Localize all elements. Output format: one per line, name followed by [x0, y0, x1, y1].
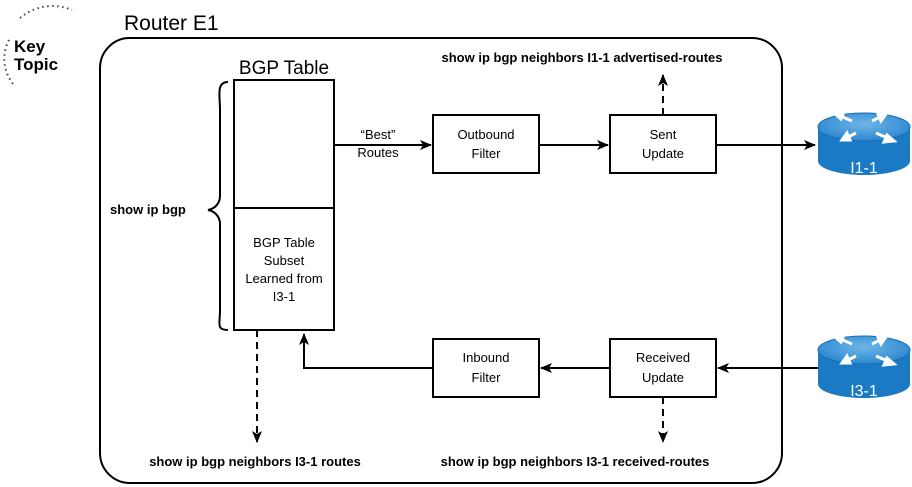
cmd-routes: show ip bgp neighbors I3-1 routes: [149, 454, 361, 469]
router-arrows-icon: [830, 110, 898, 144]
outbound-line1: Outbound: [457, 127, 514, 142]
bgp-table-subset: BGP Table Subset Learned from I3-1: [245, 235, 322, 304]
sent-update-box: [609, 114, 717, 174]
subset-line-2: Subset: [264, 253, 305, 268]
best-label-line2: Routes: [357, 145, 399, 160]
router-i1-1: I1-1: [817, 110, 911, 177]
router-title: Router E1: [124, 12, 219, 35]
sent-line2: Update: [642, 146, 684, 161]
bgp-table-brace: [207, 81, 229, 331]
cmd-received-routes: show ip bgp neighbors I3-1 received-rout…: [441, 454, 710, 469]
key-topic-line1: Key: [14, 37, 46, 56]
key-topic-dotted-arc: [19, 5, 73, 19]
inbound-line2: Filter: [472, 370, 502, 385]
subset-line-4: I3-1: [273, 289, 295, 304]
router-i3-1-bottom: [818, 370, 910, 398]
received-line2: Update: [642, 370, 684, 385]
router-arrows-icon: [830, 333, 898, 367]
sent-line1: Sent: [650, 127, 677, 142]
outbound-filter-box: [432, 114, 540, 174]
router-i3-1-label: I3-1: [850, 383, 878, 400]
subset-line-3: Learned from: [245, 271, 322, 286]
bgp-table-box: [233, 79, 335, 331]
router-i3-1-top: [817, 335, 911, 365]
router-i3-1: I3-1: [817, 333, 911, 400]
received-line1: Received: [636, 350, 690, 365]
router-i1-1-bottom: [818, 147, 910, 175]
inbound-filter-box: [432, 338, 540, 398]
router-e1-boundary: [99, 37, 783, 484]
received-update-box: [609, 338, 717, 398]
key-topic-line2: Topic: [14, 55, 58, 74]
bgp-table-title: BGP Table: [239, 58, 329, 79]
inbound-line1: Inbound: [463, 350, 510, 365]
router-i1-1-label: I1-1: [850, 160, 878, 177]
cmd-advertised-routes: show ip bgp neighbors I1-1 advertised-ro…: [442, 50, 723, 65]
subset-line-1: BGP Table: [253, 235, 315, 250]
key-topic-badge: Key Topic: [3, 5, 73, 86]
router-i1-1-top: [817, 112, 911, 142]
cmd-show-ip-bgp: show ip bgp: [110, 202, 186, 217]
arrow-inbound-to-table: [299, 333, 433, 369]
best-label-line1: “Best”: [361, 127, 396, 142]
key-topic-dotted-arc-left: [3, 39, 15, 86]
outbound-line2: Filter: [472, 146, 502, 161]
